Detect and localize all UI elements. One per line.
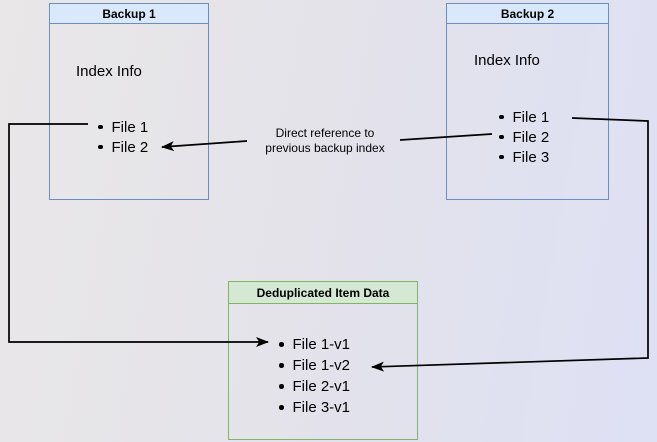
annotation-line2: previous backup index	[265, 140, 385, 155]
direct-reference-annotation: Direct reference to previous backup inde…	[252, 126, 398, 155]
backup2-file-list: File 1 File 2 File 3	[499, 107, 550, 167]
annotation-line1: Direct reference to	[275, 126, 375, 140]
list-item: File 1-v1	[279, 334, 351, 355]
list-item: File 2	[98, 137, 149, 157]
backup1-file-list: File 1 File 2	[98, 117, 149, 157]
list-item: File 1-v2	[279, 355, 351, 376]
backup2-box: Backup 2 Index Info File 1 File 2 File 3	[446, 3, 609, 200]
deduplicated-item-data-box: Deduplicated Item Data File 1-v1 File 1-…	[228, 281, 418, 440]
backup1-title: Backup 1	[50, 4, 208, 24]
list-item: File 2-v1	[279, 376, 351, 397]
list-item: File 2	[499, 127, 550, 147]
dedup-file-list: File 1-v1 File 1-v2 File 2-v1 File 3-v1	[279, 334, 351, 418]
backup1-index-info-label: Index Info	[76, 63, 142, 80]
backup2-title: Backup 2	[447, 4, 608, 24]
backup2-index-info-label: Index Info	[474, 52, 540, 69]
backup1-box: Backup 1 Index Info File 1 File 2	[49, 3, 209, 200]
dedup-title: Deduplicated Item Data	[229, 282, 417, 304]
list-item: File 1	[98, 117, 149, 137]
list-item: File 1	[499, 107, 550, 127]
list-item: File 3-v1	[279, 397, 351, 418]
list-item: File 3	[499, 147, 550, 167]
